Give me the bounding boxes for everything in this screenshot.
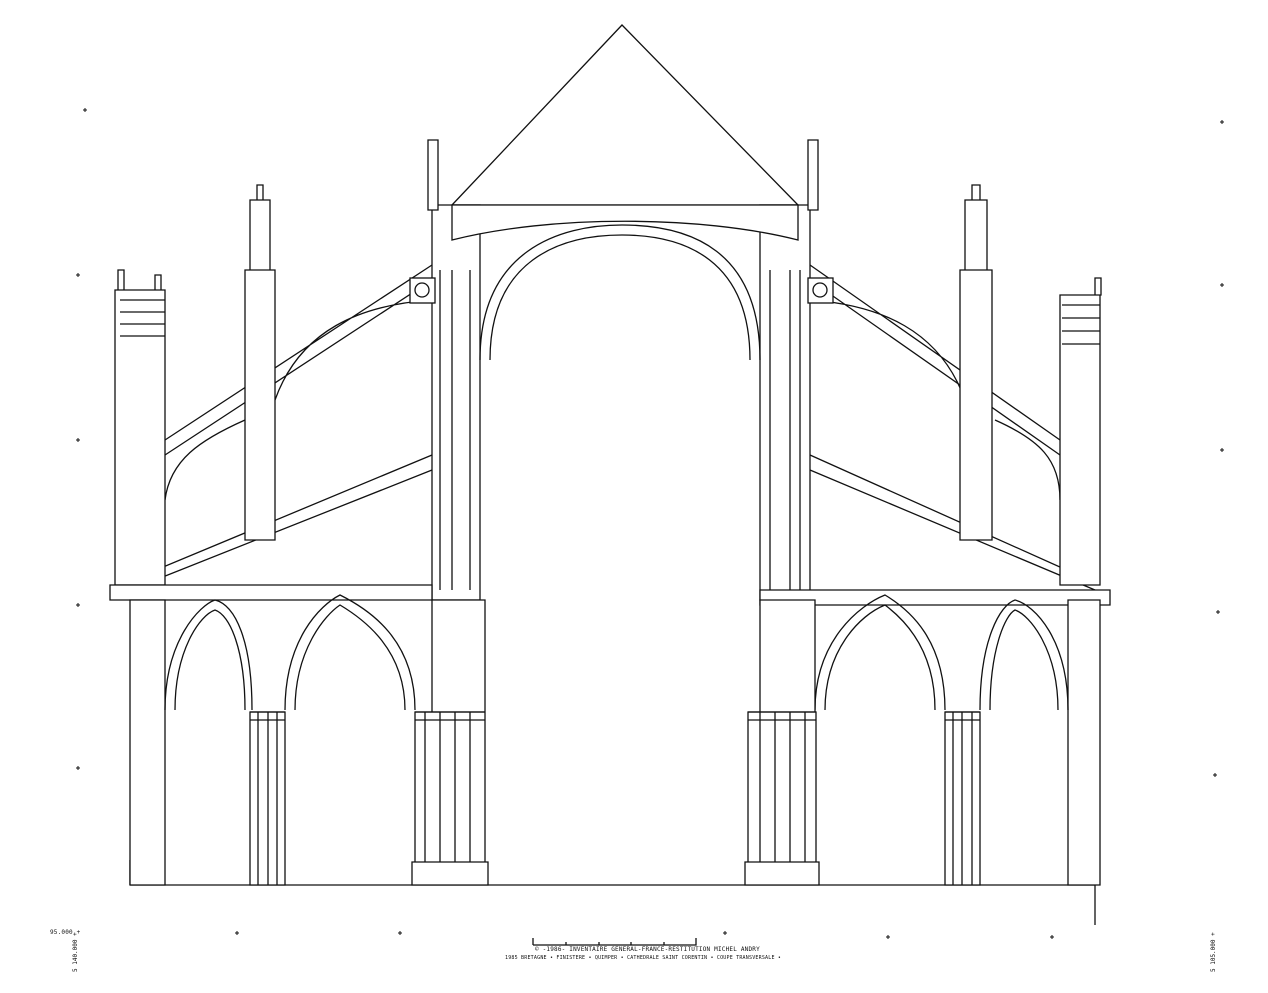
copyright-line: © -1986- INVENTAIRE GENERAL-FRANCE-RESTI… [535, 946, 760, 953]
scale-bar [532, 938, 697, 946]
left-outer-buttress [114, 269, 166, 586]
right-outer-buttress [1059, 277, 1102, 586]
left-pinnacle [244, 184, 276, 541]
left-flying-buttress [164, 264, 433, 501]
left-outer-wall [129, 599, 166, 886]
left-quatrefoil [409, 277, 436, 304]
left-clerestory-wall [431, 204, 481, 601]
left-nave-pier [411, 599, 489, 886]
left-x-coordinate: 95.000 + [50, 929, 81, 936]
right-pinnacle [959, 184, 993, 541]
right-nave-pier [744, 599, 820, 886]
right-aisle-arches [814, 594, 1069, 711]
left-y-coordinate: 5 140.000 + [72, 932, 79, 972]
right-outer-wall [1067, 599, 1101, 886]
nave-roof [450, 24, 800, 206]
left-aisle-vault-slab [109, 584, 433, 601]
right-flying-buttress [809, 264, 1061, 501]
right-aisle-roof [809, 454, 1101, 591]
nave-arch [479, 224, 761, 361]
grid-markers [76, 108, 1224, 939]
left-aisle-arches [164, 594, 416, 711]
right-clerestory-wall [759, 204, 811, 601]
subject-line: 1985 BRETAGNE • FINISTERE • QUIMPER • CA… [505, 955, 782, 961]
nave-vault [451, 204, 799, 241]
right-y-coordinate: 5 105.000 + [1210, 932, 1217, 972]
left-aisle-roof [119, 454, 433, 591]
right-quatrefoil [807, 277, 834, 304]
